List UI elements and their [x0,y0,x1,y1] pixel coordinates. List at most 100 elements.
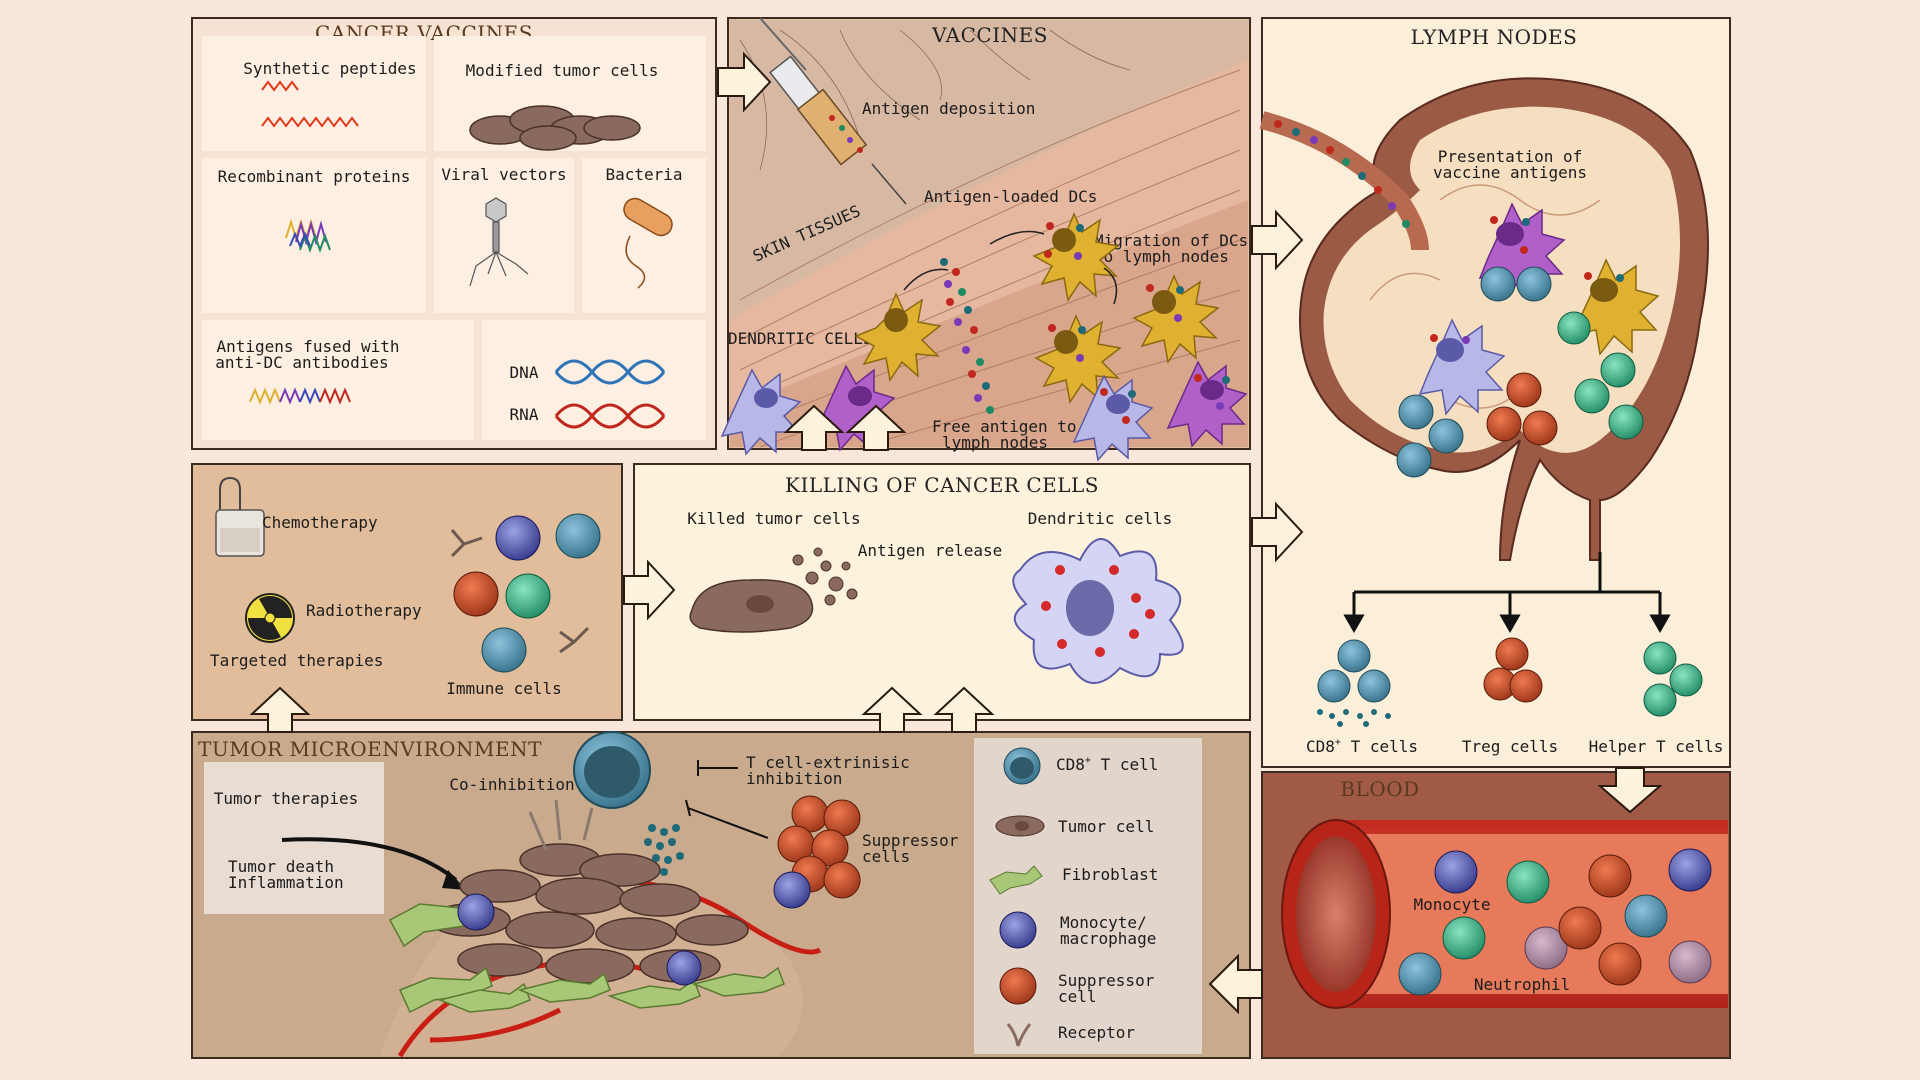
legend-monocyte-label-2: macrophage [1060,929,1156,948]
label-migration-1: Migration of DCs [1094,231,1248,250]
arrow-vaccines-to-skin [717,51,772,113]
helper-t-cells-cluster [1643,641,1703,717]
label-free-antigen-1: Free antigen to [932,417,1077,436]
label-dendritic-cells-upper: DENDRITIC CELLS [728,329,873,348]
tumor-cells-icon [469,105,641,151]
label-modified-tumor-cells: Modified tumor cells [466,61,659,80]
label-suppressor-cells-1: Suppressor [862,831,959,850]
label-bacteria: Bacteria [605,165,682,184]
vaccine-subpanels [202,36,706,440]
legend-tumor-cell-icon [995,815,1045,837]
arrow-killing-to-lymph [1251,501,1304,563]
blood-cells [1398,848,1712,996]
arrow-killing-to-skin-2 [845,404,907,451]
arrow-skin-to-lymph [1251,209,1304,271]
dna-helix-icon [554,359,666,385]
lymph-nodes-title: LYMPH NODES [1411,25,1578,49]
legend-monocyte-label-1: Monocyte/ [1060,913,1147,932]
lymph-t-cells [1396,266,1644,478]
legend-receptor-icon [1006,1023,1032,1047]
lymph-output-arrows [1343,552,1671,634]
label-free-antigen-2: lymph nodes [942,433,1048,452]
arrow-tme-to-therapies [249,686,311,733]
co-inhibition-t-cell [573,731,651,809]
label-co-inhibition: Co-inhibition [449,775,574,794]
lymph-dc-lilac [1418,318,1506,416]
label-presentation-1: Presentation of [1438,147,1583,166]
legend-fibroblast-icon [989,865,1043,895]
label-tumor-death: Tumor death [228,857,334,876]
label-antigen-deposition: Antigen deposition [862,99,1035,118]
arrow-killing-to-skin-1 [783,404,845,451]
label-helper-t-cells: Helper T cells [1589,737,1724,756]
label-t-cell-extrinsic-1: T cell-extrinisic [746,753,910,772]
label-recombinant-proteins: Recombinant proteins [218,167,411,186]
label-viral-vectors: Viral vectors [441,165,566,184]
label-cd8-t-cells: CD8+ T cells [1306,737,1418,756]
label-antigen-release: Antigen release [858,541,1003,560]
legend-box [974,738,1202,1054]
virus-icon [469,197,529,287]
inhibition-lines [685,760,769,839]
label-rna: RNA [510,405,539,424]
panel-therapies [191,463,623,721]
immune-cells-group [450,513,601,673]
protein-icon [285,218,331,253]
label-t-cell-extrinsic-2: inhibition [746,769,842,788]
killing-title: KILLING OF CANCER CELLS [785,473,1099,497]
legend-tumor-cell-label: Tumor cell [1058,817,1154,836]
label-antigens-fused-1: Antigens fused with [216,337,399,356]
label-neutrophil: Neutrophil [1474,975,1570,994]
rna-helix-icon [554,403,666,429]
label-antigens-fused-2: anti-DC antibodies [215,353,388,372]
label-targeted-therapies: Targeted therapies [210,651,383,670]
legend-suppressor-icon [999,967,1037,1005]
arrow-tme-to-killing-1 [861,686,923,733]
dendritic-cell-large [1012,538,1184,685]
cd8-t-cells-cluster [1317,639,1391,727]
killed-tumor-cell [689,547,858,633]
dendritic-cell-yellow-1 [854,292,942,382]
arrow-therapies-to-killing [623,559,676,621]
cytokine-dots [644,824,684,876]
label-inflammation: Inflammation [228,873,344,892]
peptide-icon [261,80,299,92]
dendritic-cell-lilac-2 [1072,374,1154,462]
label-chemotherapy: Chemotherapy [262,513,378,532]
free-antigen-dots [940,258,994,414]
dendritic-cell-yellow-4 [1132,274,1220,364]
label-monocyte-blood: Monocyte [1413,895,1490,914]
legend-cd8-label: CD8+ T cell [1056,755,1158,774]
therapy-arrow [281,837,458,882]
label-antigen-loaded-dcs: Antigen-loaded DCs [924,187,1097,206]
label-dna: DNA [510,363,539,382]
label-synthetic-peptides: Synthetic peptides [243,59,416,78]
label-dendritic-cells-killing: Dendritic cells [1028,509,1173,528]
label-killed-tumor-cells: Killed tumor cells [687,509,860,528]
dendritic-cell-yellow-2 [1032,212,1120,302]
bacteria-icon [623,197,673,289]
peptide-chain-icon [261,116,359,128]
syringe-icon [759,17,907,205]
iv-bag-icon [215,476,265,557]
flow-arrows [249,51,1663,1015]
arrow-lymph-to-blood [1597,767,1663,814]
label-radiotherapy: Radiotherapy [306,601,422,620]
label-suppressor-cells-2: cells [862,847,910,866]
dendritic-cell-yellow-3 [1034,314,1122,404]
radiation-icon [245,593,295,643]
lymph-node-illustration [1259,77,1709,561]
legend-monocyte-icon [999,911,1037,949]
blood-title: BLOOD [1340,777,1419,801]
fused-antigen-icon [249,387,351,405]
arrow-tme-to-killing-2 [933,686,995,733]
tumor-mass-illustration [380,799,822,1058]
treg-cells-cluster [1483,637,1543,703]
dendritic-cell-purple-2 [1166,360,1248,448]
label-immune-cells: Immune cells [446,679,562,698]
legend-suppressor-label-2: cell [1058,987,1097,1006]
label-tumor-therapies: Tumor therapies [214,789,359,808]
label-migration-2: to lymph nodes [1094,247,1229,266]
tme-title: TUMOR MICROENVIRONMENT [198,737,542,761]
